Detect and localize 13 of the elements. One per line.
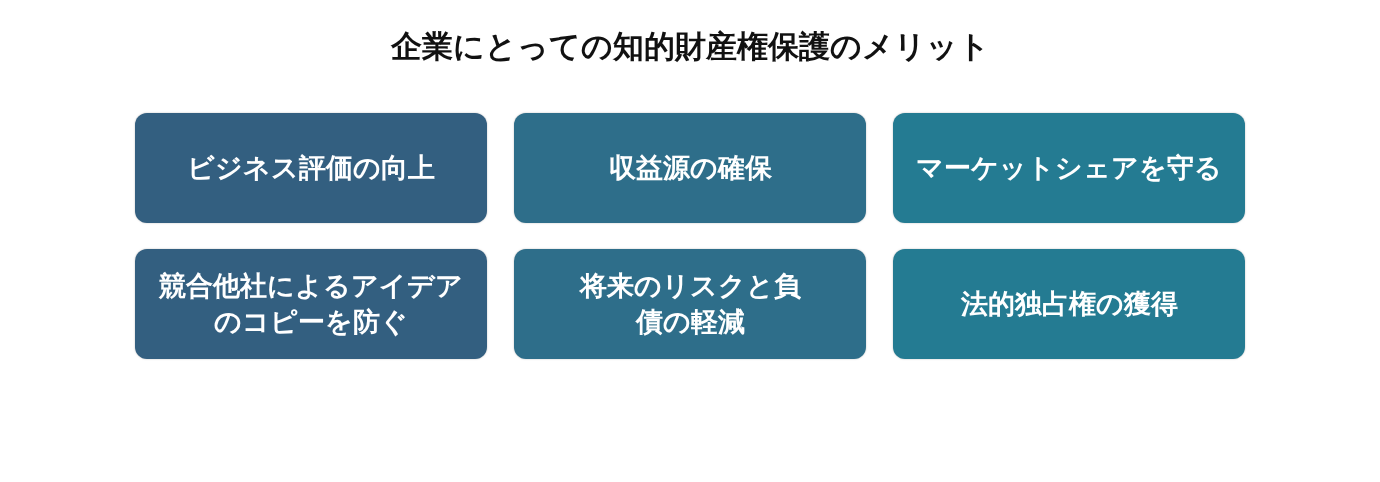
- benefit-text: 法的独占権の獲得: [960, 287, 1178, 321]
- benefit-text: 将来のリスクと負債の軽減: [578, 269, 802, 339]
- benefit-box: [135, 113, 487, 223]
- benefit-text: 競合他社によるアイデアのコピーを防ぐ: [158, 269, 464, 339]
- benefit-box: [514, 249, 866, 359]
- benefit-text: ビジネス評価の向上: [187, 151, 435, 185]
- benefit-box: [135, 249, 487, 359]
- benefit-text: 収益源の確保: [608, 151, 772, 185]
- title: 企業にとっての知的財産権保護のメリット: [389, 27, 991, 66]
- benefit-box: [893, 249, 1245, 359]
- benefit-box: [514, 113, 866, 223]
- benefit-box: [893, 113, 1245, 223]
- benefit-text: マーケットシェアを守る: [916, 151, 1222, 185]
